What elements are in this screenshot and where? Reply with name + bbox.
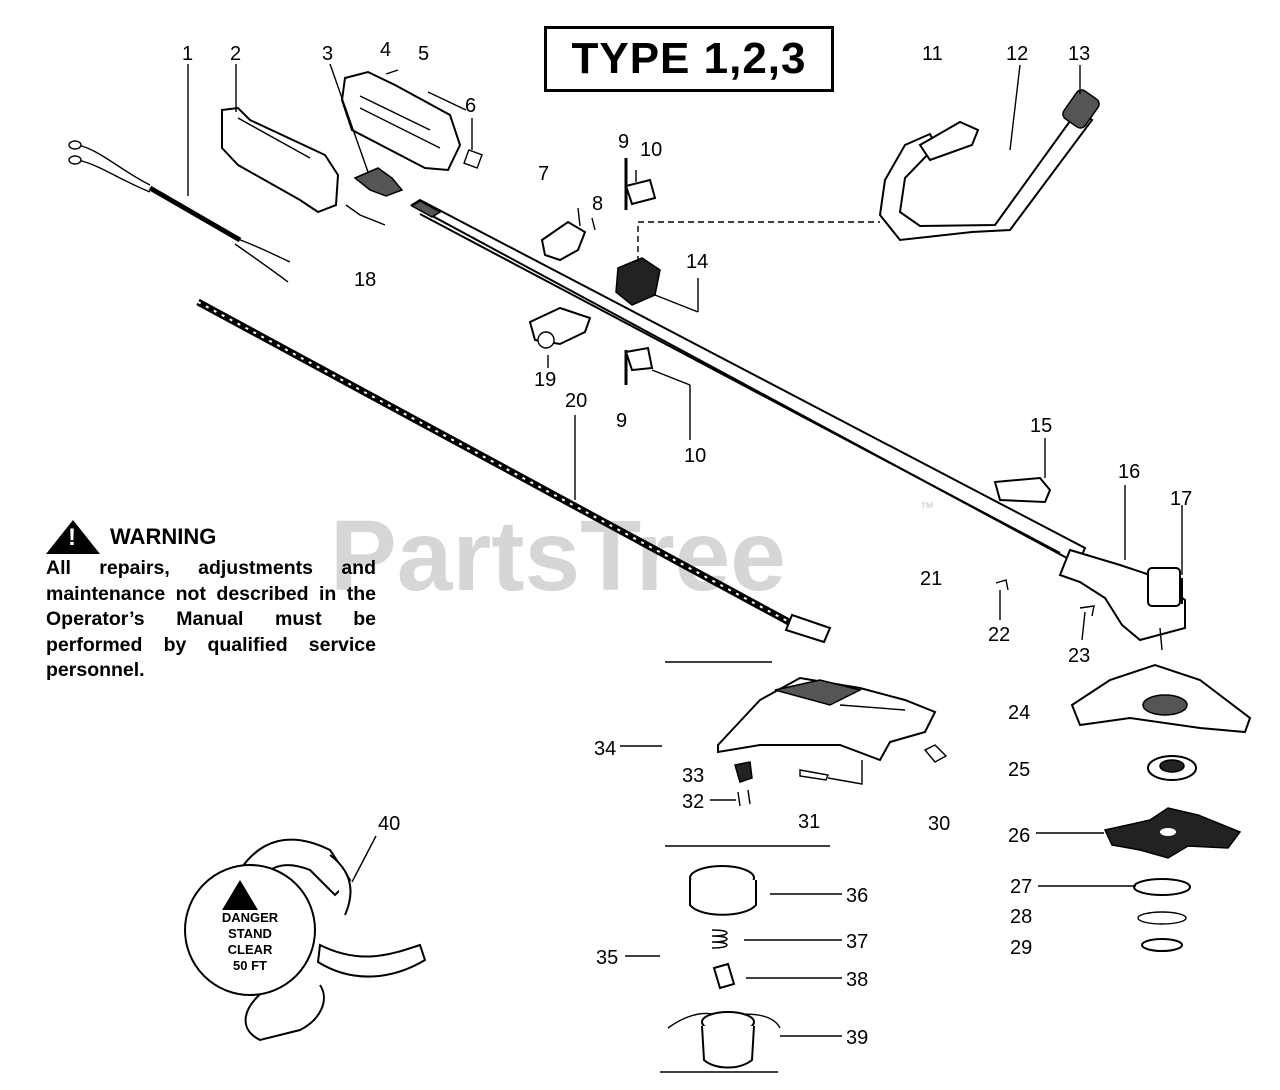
callout-18: 18: [354, 269, 376, 291]
part-34-shield: [717, 676, 948, 763]
callout-30: 30: [928, 813, 950, 835]
callout-9b: 9: [616, 410, 627, 432]
part-23-screw: [1079, 605, 1095, 617]
part-31-bolt: [799, 769, 829, 781]
callout-7: 7: [538, 163, 549, 185]
callout-40: 40: [378, 813, 400, 835]
danger-label-line1: DANGER: [222, 910, 279, 925]
danger-label-line2: STAND: [228, 926, 272, 941]
callout-5: 5: [418, 43, 429, 65]
callout-34: 34: [594, 738, 616, 760]
callout-8: 8: [592, 193, 603, 215]
callout-39: 39: [846, 1027, 868, 1049]
callout-26: 26: [1008, 825, 1030, 847]
callout-2: 2: [230, 43, 241, 65]
part-11-13-j-handle: [878, 89, 1100, 242]
part-24-shield: [1070, 663, 1252, 734]
callout-12: 12: [1006, 43, 1028, 65]
callout-10a: 10: [640, 139, 662, 161]
part-36-cover: [689, 865, 757, 916]
callout-23: 23: [1068, 645, 1090, 667]
warning-block: ! WARNING All repairs, adjustments and m…: [46, 520, 376, 684]
part-14-handle-bracket: [615, 221, 880, 306]
callout-9a: 9: [618, 131, 629, 153]
danger-label-line3: CLEAR: [228, 942, 273, 957]
part-1-throttle-cable: [68, 140, 291, 283]
callout-16: 16: [1118, 461, 1140, 483]
part-38-eyelet: [712, 962, 736, 990]
part-6-nut: [463, 149, 483, 169]
part-29-washer: [1141, 938, 1183, 952]
callout-32: 32: [682, 791, 704, 813]
callout-25: 25: [1008, 759, 1030, 781]
part-27-washer: [1133, 878, 1191, 896]
callout-17: 17: [1170, 488, 1192, 510]
part-2-handle-half: [221, 106, 340, 214]
warning-text: All repairs, adjustments and maintenance…: [46, 557, 376, 681]
callout-27: 27: [1010, 876, 1032, 898]
callout-14: 14: [686, 251, 708, 273]
part-33-clip: [734, 761, 753, 783]
callout-6: 6: [465, 95, 476, 117]
callout-10b: 10: [684, 445, 706, 467]
leader-lines: [187, 63, 1183, 1037]
callout-29: 29: [1010, 937, 1032, 959]
part-28-washer: [1137, 911, 1187, 925]
warning-triangle-icon: !: [46, 520, 100, 554]
part-25-spindle-nut: [1147, 755, 1197, 781]
callout-31: 31: [798, 811, 820, 833]
part-3-trigger: [345, 167, 404, 226]
part-22-screw: [995, 579, 1009, 591]
callout-28: 28: [1010, 906, 1032, 928]
callout-numbers: 1 2 3 4 5 6 7 8 9 10 11 12 13 14 18 19 2…: [182, 39, 1192, 1049]
callout-3: 3: [322, 43, 333, 65]
part-37-spring: [711, 929, 728, 949]
callout-22: 22: [988, 624, 1010, 646]
callout-33: 33: [682, 765, 704, 787]
type-title-box: TYPE 1,2,3: [544, 26, 834, 92]
part-15-adapter: [993, 476, 1052, 504]
callout-13: 13: [1068, 43, 1090, 65]
callout-21: 21: [920, 568, 942, 590]
watermark: PartsTree: [330, 500, 786, 612]
part-9-10-lower: [624, 346, 654, 385]
callout-4: 4: [380, 39, 391, 61]
danger-label-line4: 50 FT: [233, 958, 267, 973]
part-20-drive-shaft: [196, 298, 832, 644]
callout-20: 20: [565, 390, 587, 412]
part-5-handle-half: [340, 69, 462, 172]
callout-35: 35: [596, 947, 618, 969]
part-26-blade: [1103, 807, 1242, 859]
part-19-lower-clamp: [528, 306, 592, 349]
callout-15: 15: [1030, 415, 1052, 437]
watermark-trademark: ™: [920, 499, 934, 515]
callout-36: 36: [846, 885, 868, 907]
callout-37: 37: [846, 931, 868, 953]
callout-11: 11: [922, 43, 943, 65]
type-title: TYPE 1,2,3: [571, 34, 807, 83]
part-9-10-upper: [624, 158, 657, 210]
shaft-housing-tube: [410, 198, 1087, 566]
part-32-screws: [737, 789, 751, 807]
callout-1: 1: [182, 43, 193, 65]
callout-24: 24: [1008, 702, 1030, 724]
part-40-harness: [184, 838, 427, 1042]
warning-heading-text: WARNING: [110, 524, 217, 549]
callout-38: 38: [846, 969, 868, 991]
part-16-gearhead: [1058, 548, 1186, 651]
part-39-spool: [667, 1011, 781, 1069]
callout-19: 19: [534, 369, 556, 391]
part-7-clamp: [540, 207, 587, 262]
warning-heading: ! WARNING: [46, 520, 376, 554]
